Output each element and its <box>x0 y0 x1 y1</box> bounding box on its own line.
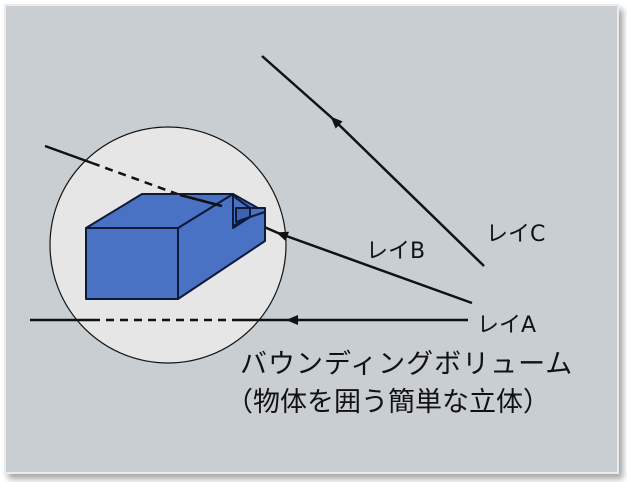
ray-c-line-lower <box>330 116 485 267</box>
hit-ray-end <box>179 193 223 208</box>
object-block <box>85 193 266 300</box>
ray-c-label: レイC <box>486 222 545 247</box>
hit-ray-dashed <box>91 161 181 197</box>
ray-b-line-outer <box>276 231 473 305</box>
bounding-volume-title: バウンディングボリューム <box>240 349 573 380</box>
bounding-volume-description: （物体を囲う簡単な立体） <box>226 387 550 418</box>
ray-c-line-upper <box>261 55 333 119</box>
ray-b-label: レイB <box>366 239 425 264</box>
hit-ray-outer <box>44 144 93 165</box>
ray-a-label: レイA <box>477 313 536 338</box>
